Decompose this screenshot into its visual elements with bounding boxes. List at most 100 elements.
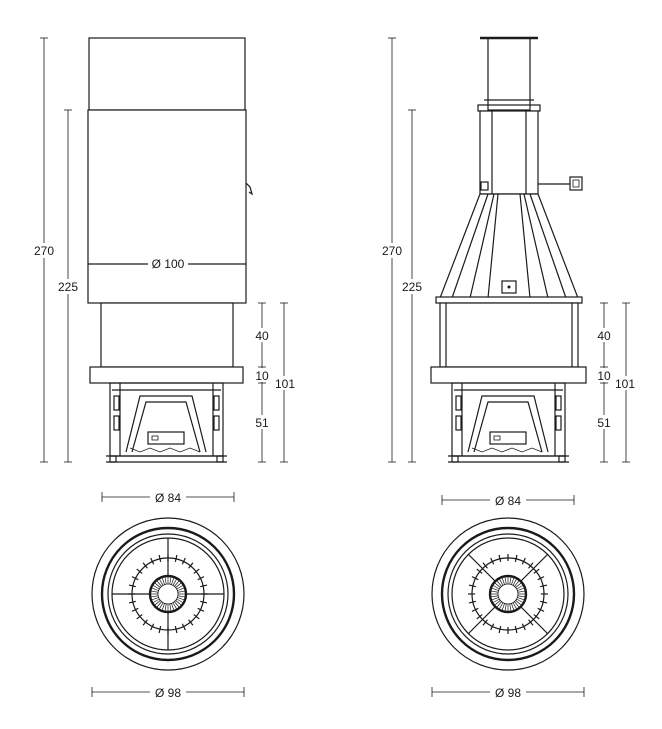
side-height-total-label: 270 [382, 244, 402, 258]
side-dim-middle: 10 [597, 369, 611, 383]
front-hood [87, 109, 247, 304]
burner-slot [151, 597, 159, 601]
burner-tick [174, 554, 178, 562]
burner-slot [512, 602, 517, 609]
burner-tick [540, 584, 548, 588]
burner-tick [181, 557, 186, 565]
side-chimney [487, 37, 531, 111]
front-dim-lower: 51 [255, 416, 269, 430]
burner-slot [491, 595, 499, 598]
burner-slot [509, 577, 512, 585]
burner-slot [511, 603, 515, 611]
side-plug [569, 176, 583, 191]
burner-tick [468, 584, 476, 588]
burner-slot [159, 602, 164, 609]
burner-tick [128, 600, 136, 604]
front-dim-base-total: 101 [275, 377, 295, 391]
burner-tick [521, 557, 526, 565]
burner-slot [509, 603, 512, 611]
burner-slot [169, 603, 172, 611]
burner-tick [131, 576, 139, 581]
burner-slot [493, 598, 500, 603]
burner-slot [176, 598, 183, 603]
burner-tick [533, 614, 540, 620]
burner-slot [171, 577, 175, 585]
burner-tick [521, 623, 526, 631]
burner-tick [188, 562, 194, 569]
burner-slot [164, 577, 167, 585]
burner-slot [174, 580, 180, 587]
side-hood-cone [439, 193, 579, 299]
burner-slot [175, 600, 182, 606]
burner-tick [471, 607, 479, 612]
front-glass [100, 302, 234, 368]
burner-slot [171, 603, 175, 611]
burner-slot [517, 597, 525, 601]
side-base-plate [430, 366, 587, 384]
burner-slot [156, 601, 162, 608]
burner-slot [496, 580, 502, 587]
plan-view-left: Ø 84 Ø 98 [91, 490, 245, 700]
burner-slot [512, 579, 517, 586]
burner-tick [490, 623, 495, 631]
burner-slot [153, 598, 160, 603]
burner-tick [188, 619, 194, 626]
burner-tick [471, 576, 479, 581]
burner-slot [153, 585, 160, 590]
plan-right-outer-diameter: Ø 98 [495, 686, 521, 700]
burner-slot [496, 601, 502, 608]
burner-tick [128, 584, 136, 588]
side-view: 270 225 40 10 51 101 [378, 36, 638, 463]
burner-slot [517, 595, 525, 598]
burner-tick [537, 607, 545, 612]
burner-slot [494, 582, 501, 588]
burner-tick [498, 626, 502, 634]
burner-slot [177, 595, 185, 598]
burner-tick [142, 619, 148, 626]
front-view: 270 225 Ø 100 40 10 51 101 [30, 37, 298, 463]
burner-slot [516, 598, 523, 603]
burner-tick [528, 562, 534, 569]
burner-tick [540, 600, 548, 604]
burner-slot [511, 577, 515, 585]
burner-slot [154, 582, 161, 588]
burner-slot [491, 587, 499, 591]
side-glass [439, 302, 579, 368]
burner-slot [174, 601, 180, 608]
burner-slot [161, 603, 165, 611]
burner-tick [533, 568, 540, 574]
plan-left-outer-diameter: Ø 98 [155, 686, 181, 700]
burner-tick [528, 619, 534, 626]
burner-tick [197, 607, 205, 612]
burner-tick [193, 614, 200, 620]
burner-tick [136, 614, 143, 620]
burner-slot [156, 580, 162, 587]
burner-slot [514, 601, 520, 608]
burner-tick [158, 626, 162, 634]
burner-slot [504, 603, 507, 611]
front-base-plate [89, 366, 244, 384]
burner-slot [493, 585, 500, 590]
burner-slot [494, 600, 501, 606]
front-height-total-label: 270 [34, 244, 54, 258]
plan-right-inner-diameter: Ø 84 [495, 494, 521, 508]
front-stand [106, 382, 227, 463]
burner-tick [197, 576, 205, 581]
side-dim-base-total: 101 [615, 377, 635, 391]
burner-tick [514, 554, 518, 562]
side-dim-upper: 40 [597, 329, 611, 343]
burner-slot [177, 597, 185, 601]
burner-slot [491, 590, 499, 593]
burner-slot [175, 582, 182, 588]
front-dim-middle: 10 [255, 369, 269, 383]
burner-slot [177, 590, 185, 593]
burner-slot [161, 577, 165, 585]
burner-tick [150, 623, 155, 631]
burner-slot [159, 579, 164, 586]
burner-tick [181, 623, 186, 631]
burner-slot [504, 577, 507, 585]
burner-slot [517, 590, 525, 593]
burner-slot [154, 600, 161, 606]
burner-tick [200, 584, 208, 588]
burner-slot [499, 579, 504, 586]
